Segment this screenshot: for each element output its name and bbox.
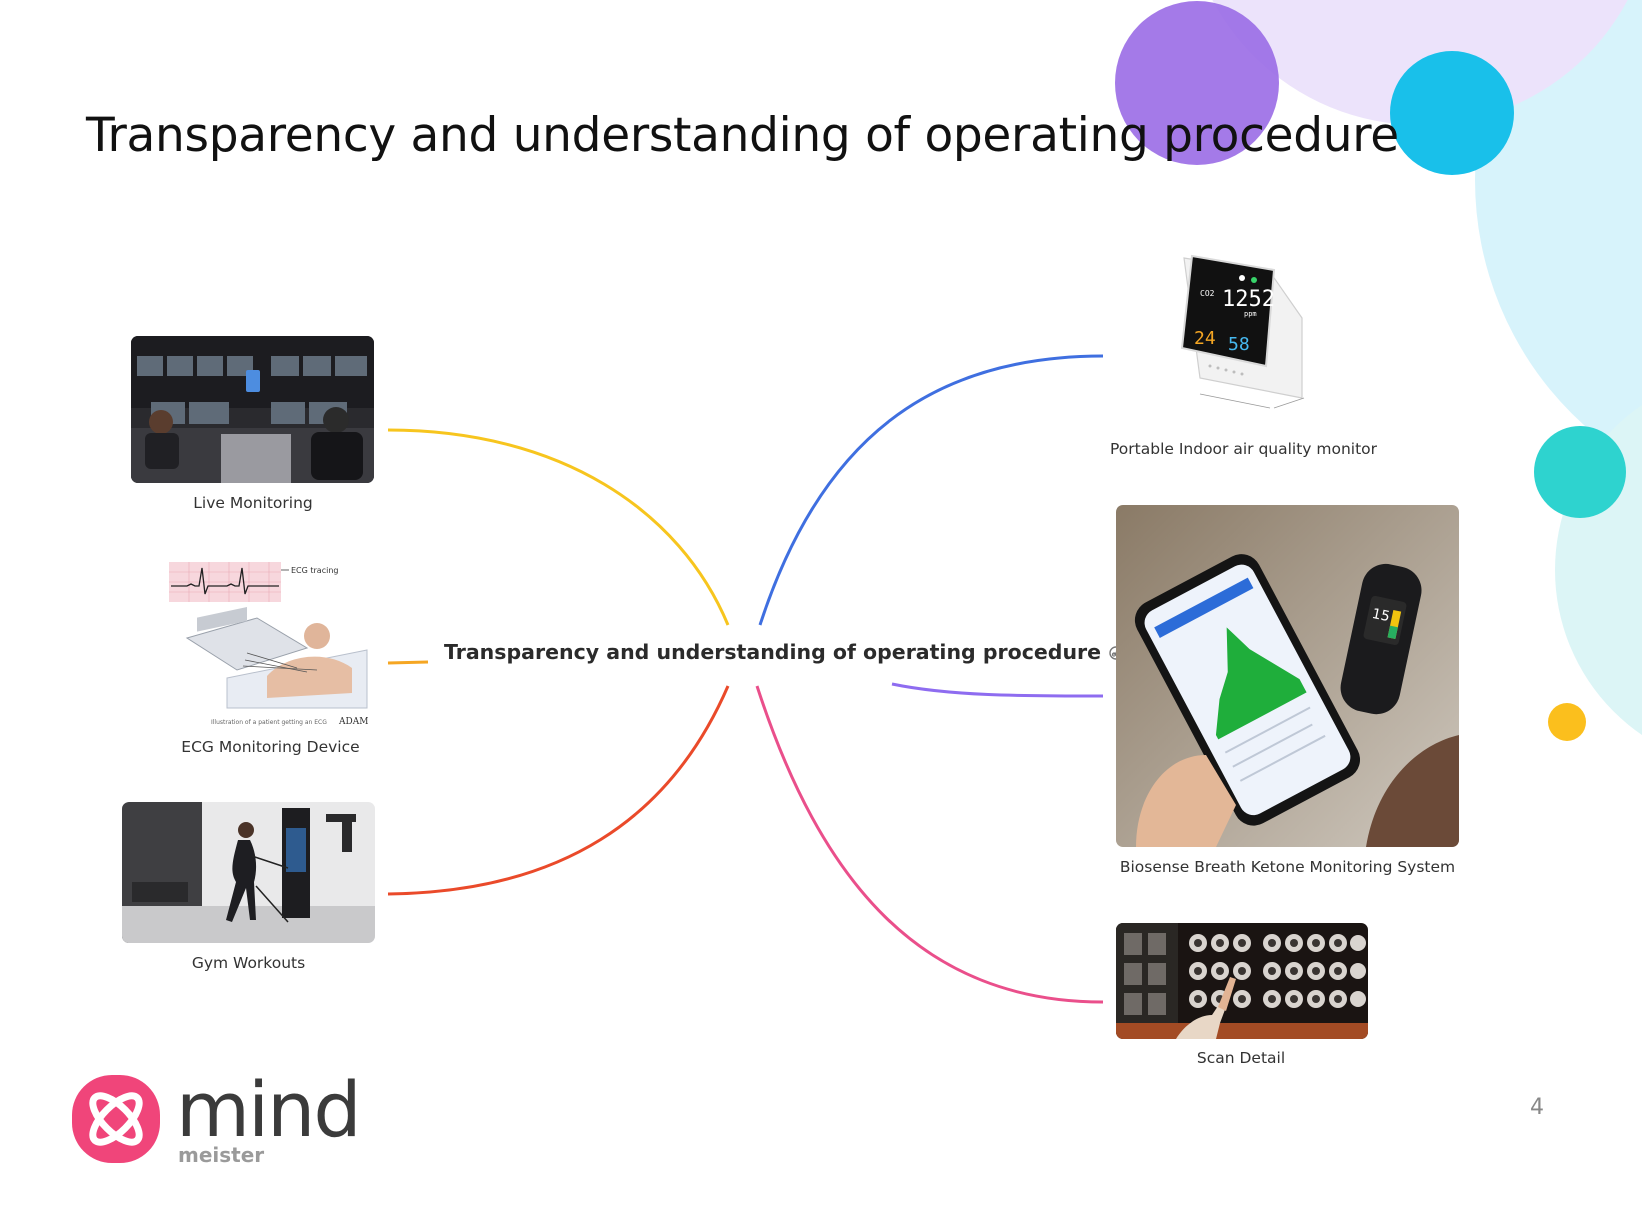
central-topic-label: Transparency and understanding of operat… — [444, 640, 1102, 664]
gym-caption: Gym Workouts — [191, 954, 306, 972]
connector-air-monitor — [758, 354, 1104, 626]
ecg-tracing-label: ECG tracing — [291, 566, 338, 575]
scan-caption: Scan Detail — [1196, 1049, 1286, 1067]
co2-value: 1252 — [1222, 287, 1275, 312]
page-number: 4 — [1530, 1095, 1544, 1120]
connector-ketone — [891, 682, 1104, 698]
logo-sub: meister — [178, 1143, 265, 1167]
live-monitoring-image — [131, 336, 374, 483]
co2-unit: ppm — [1244, 310, 1257, 318]
co2-label: CO2 — [1200, 289, 1215, 298]
air-quality-caption: Portable Indoor air quality monitor — [1110, 440, 1378, 458]
ecg-caption: ECG Monitoring Device — [181, 738, 360, 756]
central-topic[interactable]: Transparency and understanding of operat… — [444, 640, 1123, 664]
humidity-value: 58 — [1228, 334, 1250, 355]
mindmeister-logo: mind meister — [70, 1065, 362, 1173]
scan-detail-image — [1116, 923, 1368, 1039]
node-ketone-monitoring[interactable]: 15 Biosense Breath Ketone Monitoring Sys… — [1110, 505, 1465, 880]
node-air-quality-monitor[interactable]: CO2 1252 ppm 24 58 Portable Indoor air q… — [1110, 240, 1378, 460]
cyan-circle — [1390, 51, 1514, 175]
air-quality-monitor-image: CO2 1252 ppm 24 58 — [1170, 248, 1320, 418]
ketone-reading: 15 — [1370, 606, 1391, 625]
purple-circle — [1115, 1, 1279, 165]
node-scan-detail[interactable]: Scan Detail — [1110, 923, 1372, 1073]
gym-workouts-image — [122, 802, 375, 943]
connector-scan — [755, 685, 1104, 1004]
slide-title: Transparency and understanding of operat… — [86, 108, 1399, 163]
connector-ecg — [387, 660, 429, 665]
ketone-monitoring-image: 15 — [1116, 505, 1459, 847]
ecg-device-image: ECG tracing Illustration of a patient ge… — [167, 558, 377, 728]
node-live-monitoring[interactable]: Live Monitoring — [131, 336, 375, 516]
light-cyan-blob — [1475, 0, 1642, 467]
ketone-caption: Biosense Breath Ketone Monitoring System — [1119, 858, 1456, 876]
teal-circle — [1534, 426, 1626, 518]
temperature-value: 24 — [1194, 328, 1216, 349]
node-gym-workouts[interactable]: Gym Workouts — [122, 802, 375, 982]
live-monitoring-caption: Live Monitoring — [193, 494, 313, 512]
node-ecg-monitoring[interactable]: ECG tracing Illustration of a patient ge… — [163, 558, 378, 758]
ecg-footnote: Illustration of a patient getting an ECG — [211, 719, 327, 726]
ecg-brand: ADAM — [338, 717, 368, 727]
connector-live-monitoring — [387, 428, 730, 626]
mindmeister-logo-mark — [72, 1075, 160, 1163]
logo-word: mind — [176, 1065, 362, 1154]
yellow-dot — [1548, 703, 1586, 741]
connector-gym — [387, 685, 730, 896]
